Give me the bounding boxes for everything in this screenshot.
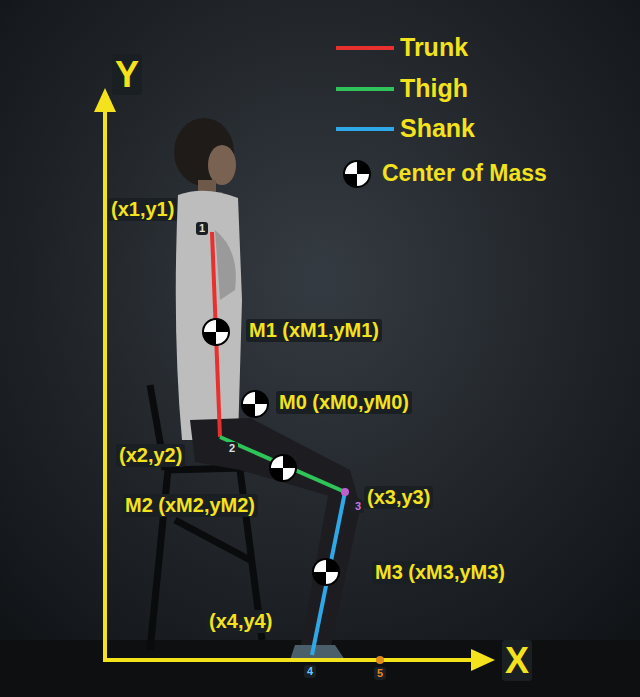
joint-number: 1 xyxy=(196,222,208,235)
com-label: M2 (xM2,yM2) xyxy=(122,494,258,517)
joint-dot xyxy=(341,488,349,496)
legend-sample xyxy=(336,87,394,91)
joint-number: 2 xyxy=(226,442,238,455)
thigh-segment xyxy=(220,437,345,492)
joint-number: 4 xyxy=(304,665,316,678)
legend-sample xyxy=(336,46,394,50)
legend-sample xyxy=(344,161,370,187)
com-label: M0 (xM0,yM0) xyxy=(276,391,412,414)
point-label: (x2,y2) xyxy=(116,444,185,467)
com-symbol xyxy=(313,559,339,585)
joint-number: 5 xyxy=(374,667,386,680)
com-symbol xyxy=(203,319,229,345)
com-symbol xyxy=(270,455,296,481)
axis-label: Y xyxy=(112,54,142,95)
legend-sample xyxy=(336,127,394,131)
point-label: (x1,y1) xyxy=(108,198,177,221)
person xyxy=(174,118,362,660)
legend-text: Shank xyxy=(400,114,475,143)
x-arrowhead xyxy=(471,649,495,671)
floor xyxy=(0,640,640,697)
point-label: (x4,y4) xyxy=(206,610,275,633)
joint-number: 3 xyxy=(352,500,364,513)
com-symbol xyxy=(242,391,268,417)
marker-dot xyxy=(376,656,384,664)
shank-segment xyxy=(312,492,345,655)
legend-text: Trunk xyxy=(400,33,468,62)
point-label: (x3,y3) xyxy=(364,486,433,509)
com-label: M1 (xM1,yM1) xyxy=(246,319,382,342)
com-label: M3 (xM3,yM3) xyxy=(372,561,508,584)
legend-text: Thigh xyxy=(400,74,468,103)
axis-label: X xyxy=(502,640,532,681)
legend-text: Center of Mass xyxy=(382,160,547,186)
